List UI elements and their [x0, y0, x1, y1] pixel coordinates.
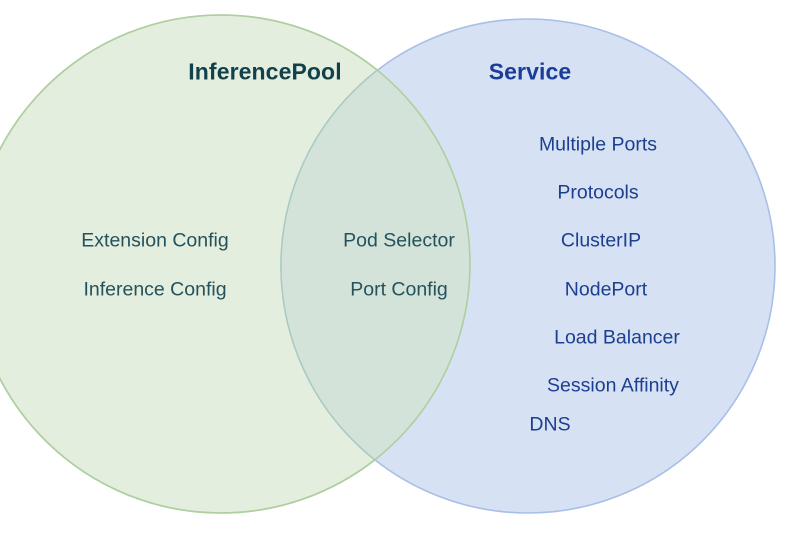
- intersection-item: Port Config: [350, 278, 448, 301]
- service-item: NodePort: [564, 278, 648, 301]
- circle-inferencepool-outline: [0, 14, 471, 514]
- circle-intersection-region: [280, 18, 470, 513]
- inferencepool-item: Extension Config: [81, 229, 229, 252]
- service-item: Load Balancer: [554, 326, 680, 349]
- service-item: ClusterIP: [560, 229, 642, 252]
- service-item: DNS: [529, 413, 571, 436]
- set-title-inferencepool: InferencePool: [188, 58, 342, 85]
- service-item: Session Affinity: [547, 374, 679, 397]
- service-item: Multiple Ports: [538, 133, 658, 156]
- service-item: Protocols: [557, 181, 639, 204]
- inferencepool-item: Inference Config: [83, 278, 227, 301]
- set-title-service: Service: [488, 58, 572, 85]
- intersection-item: Pod Selector: [343, 229, 455, 252]
